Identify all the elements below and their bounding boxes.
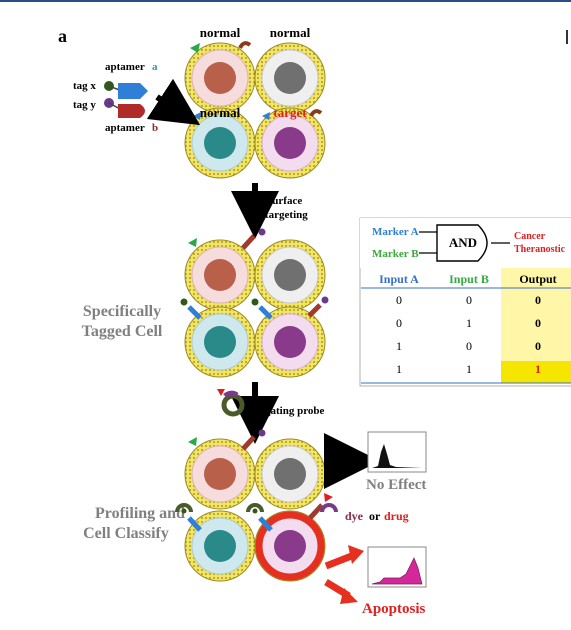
cell-mid-normal-1 bbox=[184, 239, 256, 311]
cancer-label: Cancer bbox=[514, 231, 546, 242]
output-highlight bbox=[501, 361, 571, 383]
table-cell: 1 bbox=[466, 362, 472, 376]
aptamer-b-word: aptamer bbox=[105, 122, 145, 134]
marker-b-label: Marker B bbox=[372, 248, 419, 260]
table-cell: 0 bbox=[535, 316, 541, 330]
cell-bottom-normal-2 bbox=[254, 438, 326, 510]
label-normal-3: normal bbox=[200, 105, 241, 120]
or-label: or bbox=[369, 509, 381, 523]
table-header-1: Input B bbox=[449, 272, 489, 286]
cell-target bbox=[254, 107, 326, 179]
mid-aptamer-a-bound bbox=[187, 305, 202, 320]
theranostic-label: Theranostic bbox=[514, 244, 566, 255]
table-cell: 0 bbox=[396, 316, 402, 330]
gating-probe-ring-icon bbox=[221, 393, 245, 417]
receptor-target-b-icon bbox=[309, 109, 323, 117]
cell-mid-target bbox=[254, 306, 326, 378]
table-cell: 1 bbox=[396, 339, 402, 353]
table-cell: 1 bbox=[466, 316, 472, 330]
targeting-label: targeting bbox=[265, 209, 308, 221]
dye-drug-tip-icon bbox=[324, 493, 333, 502]
cell-mid-normal-3 bbox=[184, 306, 256, 378]
table-cell: 0 bbox=[535, 339, 541, 353]
aptamer-b-letter: b bbox=[152, 122, 158, 134]
cell-normal-2 bbox=[254, 42, 326, 114]
no-effect-label: No Effect bbox=[366, 477, 426, 493]
table-header-2: Output bbox=[519, 272, 556, 286]
and-gate-icon bbox=[436, 224, 488, 262]
tag-y-label: tag y bbox=[73, 99, 96, 111]
released-probe-icon bbox=[320, 503, 338, 513]
label-target: target bbox=[273, 105, 307, 120]
aptamer-b-shape bbox=[118, 104, 145, 118]
receptor-b-icon bbox=[238, 41, 252, 49]
aptamer-a-shape bbox=[118, 83, 148, 99]
cell-normal-1 bbox=[184, 42, 256, 114]
table-cell: 1 bbox=[535, 362, 541, 376]
table-cell: 1 bbox=[396, 362, 402, 376]
mid-aptamer-b-bound bbox=[241, 234, 256, 250]
gating-probe-label: gating probe bbox=[265, 405, 325, 417]
aptamer-a-letter: a bbox=[152, 61, 158, 73]
apoptosis-arrow-1 bbox=[324, 551, 356, 570]
profiling-label: Profiling and bbox=[95, 505, 185, 522]
tag-x-label: tag x bbox=[73, 80, 96, 92]
drug-label: drug bbox=[384, 509, 409, 523]
aptamer-a-word: aptamer bbox=[105, 61, 145, 73]
add-reagents-arrow bbox=[146, 78, 201, 126]
truth-table: Input A Input B Output 0 0 0 0 1 0 1 0 0 1 1 1 bbox=[379, 272, 557, 376]
cell-bottom-normal-1 bbox=[184, 438, 256, 510]
histogram-no-effect bbox=[367, 431, 427, 473]
table-header-0: Input A bbox=[379, 272, 419, 286]
table-cell: 0 bbox=[466, 339, 472, 353]
and-gate-label: AND bbox=[449, 235, 477, 250]
mid-target-aptamer-b bbox=[307, 303, 322, 318]
label-normal-2: normal bbox=[270, 25, 311, 40]
table-cell: 0 bbox=[535, 293, 541, 307]
mid-receptor-a-icon bbox=[188, 238, 197, 247]
table-cell: 0 bbox=[396, 293, 402, 307]
mid-target-aptamer-a bbox=[258, 305, 273, 320]
cell-classify-label: Cell Classify bbox=[83, 525, 169, 542]
dye-label: dye bbox=[345, 509, 364, 523]
surface-label: surface bbox=[268, 195, 302, 207]
marker-a-label: Marker A bbox=[372, 226, 419, 238]
tagged-cell-label: Tagged Cell bbox=[82, 323, 163, 340]
cell-mid-normal-2 bbox=[254, 239, 326, 311]
apoptosis-label: Apoptosis bbox=[362, 601, 426, 617]
cell-normal-3 bbox=[184, 107, 256, 179]
receptor-target-a-icon bbox=[262, 112, 270, 120]
panel-label: a bbox=[58, 26, 67, 46]
receptor-a-icon bbox=[190, 43, 200, 53]
cell-bottom-target-apoptotic bbox=[254, 510, 326, 582]
label-normal-1: normal bbox=[200, 25, 241, 40]
gating-probe-tip-icon bbox=[217, 389, 225, 396]
histogram-apoptosis bbox=[367, 546, 427, 588]
cell-bottom-normal-3 bbox=[184, 510, 256, 582]
probe-bound-icon bbox=[175, 503, 193, 513]
specifically-label: Specifically bbox=[83, 303, 161, 320]
table-cell: 0 bbox=[466, 293, 472, 307]
